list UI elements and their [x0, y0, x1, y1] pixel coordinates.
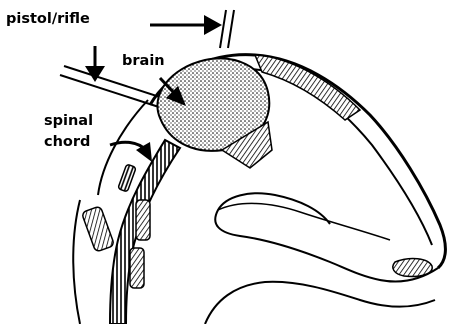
barrel-top	[220, 10, 234, 48]
barrel-side	[60, 66, 166, 108]
tongue-shape	[393, 259, 432, 277]
label-brain: brain	[122, 54, 165, 69]
label-pistol-rifle: pistol/rifle	[6, 12, 90, 27]
jaw-outline	[205, 282, 435, 324]
neck-back	[73, 200, 80, 324]
palate-line	[218, 203, 390, 240]
label-chord: chord	[44, 135, 90, 150]
label-spinal: spinal	[44, 114, 93, 129]
pistol-arrow	[150, 15, 222, 35]
down-arrow	[85, 46, 105, 82]
skull-band	[255, 55, 360, 120]
